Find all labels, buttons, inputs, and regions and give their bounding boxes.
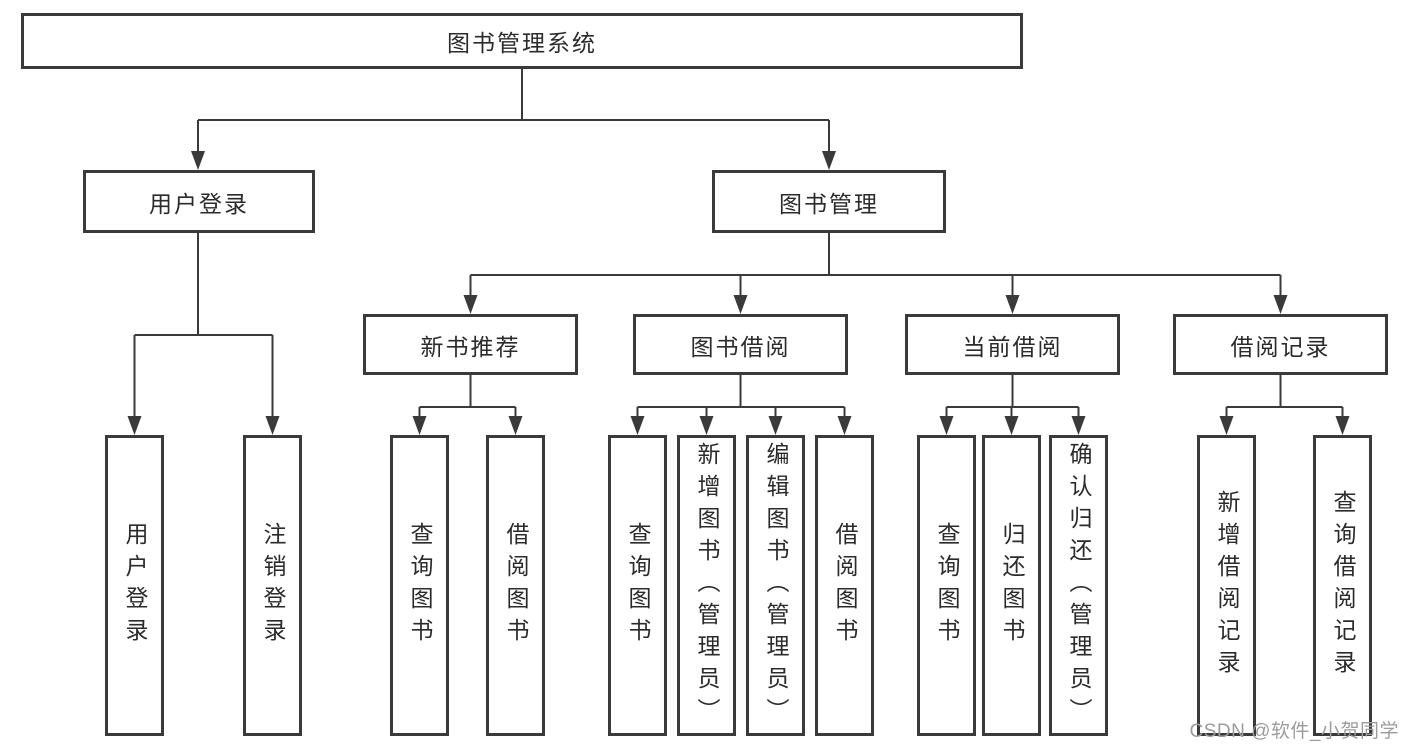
leaf-borrow-books-recommend-label: 借阅图书 xyxy=(503,521,529,650)
leaf-confirm-return-admin-label: 确认归还（管理员） xyxy=(1066,441,1092,730)
leaf-return-books: 归还图书 xyxy=(982,435,1041,736)
node-book-borrowing-label: 图书借阅 xyxy=(690,333,791,360)
node-current-borrowing: 当前借阅 xyxy=(905,314,1120,375)
leaf-add-book-admin: 新增图书（管理员） xyxy=(677,435,736,736)
leaf-borrow-books-borrowing-label: 借阅图书 xyxy=(832,521,858,650)
node-user-login: 用户登录 xyxy=(83,170,315,233)
leaf-return-books-label: 归还图书 xyxy=(999,521,1025,650)
leaf-logout-login: 注销登录 xyxy=(243,435,302,736)
leaf-confirm-return-admin: 确认归还（管理员） xyxy=(1049,435,1108,736)
csdn-watermark: CSDN @软件_小贺同学 xyxy=(1189,721,1399,742)
node-book-borrowing: 图书借阅 xyxy=(633,314,848,375)
node-library-management-system: 图书管理系统 xyxy=(21,13,1023,69)
leaf-add-book-admin-label: 新增图书（管理员） xyxy=(694,441,720,730)
node-new-book-recommendation-label: 新书推荐 xyxy=(420,333,521,360)
leaf-edit-book-admin-label: 编辑图书（管理员） xyxy=(763,441,789,730)
leaf-query-books-borrowing-label: 查询图书 xyxy=(625,521,651,650)
leaf-borrow-books-borrowing: 借阅图书 xyxy=(815,435,874,736)
leaf-user-login-label: 用户登录 xyxy=(122,521,148,650)
leaf-user-login: 用户登录 xyxy=(105,435,164,736)
node-library-management-system-label: 图书管理系统 xyxy=(447,30,597,56)
leaf-edit-book-admin: 编辑图书（管理员） xyxy=(746,435,805,736)
leaf-query-books-current: 查询图书 xyxy=(917,435,976,736)
leaf-query-books-current-label: 查询图书 xyxy=(934,521,960,650)
node-borrowing-records-label: 借阅记录 xyxy=(1230,333,1331,360)
leaf-logout-login-label: 注销登录 xyxy=(260,521,286,650)
leaf-query-books-recommend: 查询图书 xyxy=(390,435,449,736)
leaf-query-books-borrowing: 查询图书 xyxy=(608,435,667,736)
leaf-query-books-recommend-label: 查询图书 xyxy=(407,521,433,650)
node-borrowing-records: 借阅记录 xyxy=(1173,314,1388,375)
leaf-add-borrow-record: 新增借阅记录 xyxy=(1197,435,1256,736)
node-book-management-label: 图书管理 xyxy=(779,190,879,217)
leaf-borrow-books-recommend: 借阅图书 xyxy=(486,435,545,736)
node-book-management: 图书管理 xyxy=(712,170,946,233)
node-new-book-recommendation: 新书推荐 xyxy=(363,314,578,375)
leaf-add-borrow-record-label: 新增借阅记录 xyxy=(1214,489,1240,682)
node-current-borrowing-label: 当前借阅 xyxy=(962,333,1063,360)
leaf-query-borrow-record: 查询借阅记录 xyxy=(1313,435,1372,736)
node-user-login-label: 用户登录 xyxy=(149,190,249,217)
leaf-query-borrow-record-label: 查询借阅记录 xyxy=(1330,489,1356,682)
